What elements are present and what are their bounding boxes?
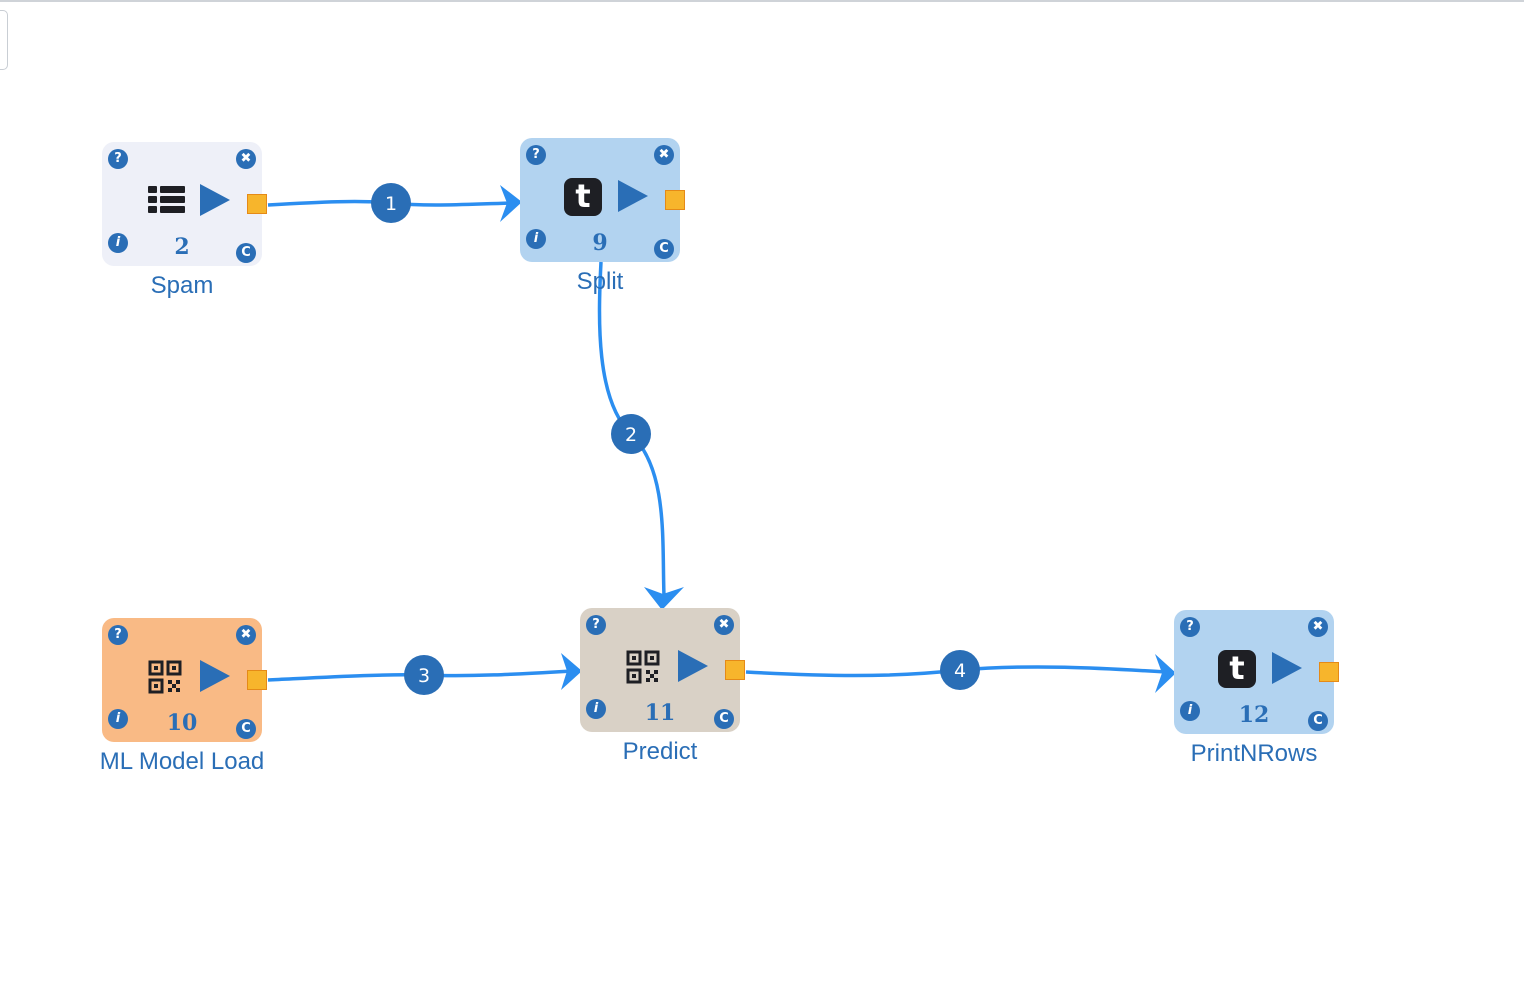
help-icon[interactable]: ?	[108, 625, 128, 645]
edge-1-badge[interactable]	[371, 183, 411, 223]
edge-2[interactable]: 2	[597, 261, 684, 610]
close-icon[interactable]: ✖	[236, 149, 256, 169]
run-icon[interactable]	[678, 650, 708, 682]
tumblr-icon: t	[1218, 650, 1258, 688]
info-icon[interactable]: i	[108, 233, 128, 253]
edge-1-badge-label: 1	[385, 193, 397, 215]
info-icon[interactable]: i	[108, 709, 128, 729]
node-ml-model-load[interactable]: ? ✖ i 10 C ML Model Load	[100, 618, 267, 775]
node-label: Split	[576, 268, 624, 295]
qr-code-icon	[624, 648, 664, 686]
edge-2-badge[interactable]	[611, 414, 651, 454]
node-label: ML Model Load	[99, 748, 265, 775]
info-icon[interactable]: i	[586, 699, 606, 719]
edge-4-arrowhead	[1155, 654, 1176, 693]
edge-2-arrowhead	[644, 587, 684, 610]
output-port[interactable]	[247, 194, 267, 214]
side-panel-tab[interactable]	[0, 10, 8, 70]
edge-4[interactable]: 4	[745, 650, 1176, 693]
node-number: 10	[166, 710, 198, 736]
info-icon[interactable]: i	[526, 229, 546, 249]
edge-3-badge[interactable]	[404, 655, 444, 695]
tumblr-icon: t	[564, 178, 604, 216]
qr-code-icon	[146, 658, 186, 696]
edge-4-badge-label: 4	[954, 660, 966, 682]
config-icon[interactable]: C	[236, 243, 256, 263]
help-icon[interactable]: ?	[526, 145, 546, 165]
config-icon[interactable]: C	[654, 239, 674, 259]
node-label: PrintNRows	[1190, 740, 1318, 767]
edge-1[interactable]: 1	[267, 183, 522, 223]
help-icon[interactable]: ?	[1180, 617, 1200, 637]
output-port[interactable]	[665, 190, 685, 210]
edge-1-arrowhead	[500, 185, 522, 222]
node-split[interactable]: ? ✖ t i 9 C Split	[520, 138, 685, 295]
edge-2-badge-label: 2	[625, 424, 637, 446]
edge-3[interactable]: 3	[267, 653, 582, 695]
output-port[interactable]	[725, 660, 745, 680]
close-icon[interactable]: ✖	[1308, 617, 1328, 637]
node-number: 9	[592, 230, 608, 256]
node-number: 11	[644, 700, 676, 726]
run-icon[interactable]	[200, 184, 230, 216]
info-icon[interactable]: i	[1180, 701, 1200, 721]
node-label: Predict	[622, 738, 698, 765]
node-predict[interactable]: ? ✖ i 11 C Predict	[580, 608, 745, 765]
edge-3-arrowhead	[561, 653, 582, 690]
output-port[interactable]	[1319, 662, 1339, 682]
output-port[interactable]	[247, 670, 267, 690]
node-number: 2	[174, 234, 190, 260]
close-icon[interactable]: ✖	[654, 145, 674, 165]
config-icon[interactable]: C	[236, 719, 256, 739]
run-icon[interactable]	[618, 180, 648, 212]
close-icon[interactable]: ✖	[714, 615, 734, 635]
config-icon[interactable]: C	[714, 709, 734, 729]
node-number: 12	[1238, 702, 1270, 728]
help-icon[interactable]: ?	[586, 615, 606, 635]
run-icon[interactable]	[1272, 652, 1302, 684]
close-icon[interactable]: ✖	[236, 625, 256, 645]
node-printnrows[interactable]: ? ✖ t i 12 C PrintNRows	[1174, 610, 1339, 767]
top-border	[0, 0, 1524, 2]
run-icon[interactable]	[200, 660, 230, 692]
edge-3-badge-label: 3	[418, 665, 430, 687]
node-spam[interactable]: ? ✖ i 2 C Spam	[102, 142, 267, 299]
help-icon[interactable]: ?	[108, 149, 128, 169]
node-label: Spam	[150, 272, 214, 299]
config-icon[interactable]: C	[1308, 711, 1328, 731]
list-icon	[146, 182, 186, 220]
edge-4-badge[interactable]	[940, 650, 980, 690]
